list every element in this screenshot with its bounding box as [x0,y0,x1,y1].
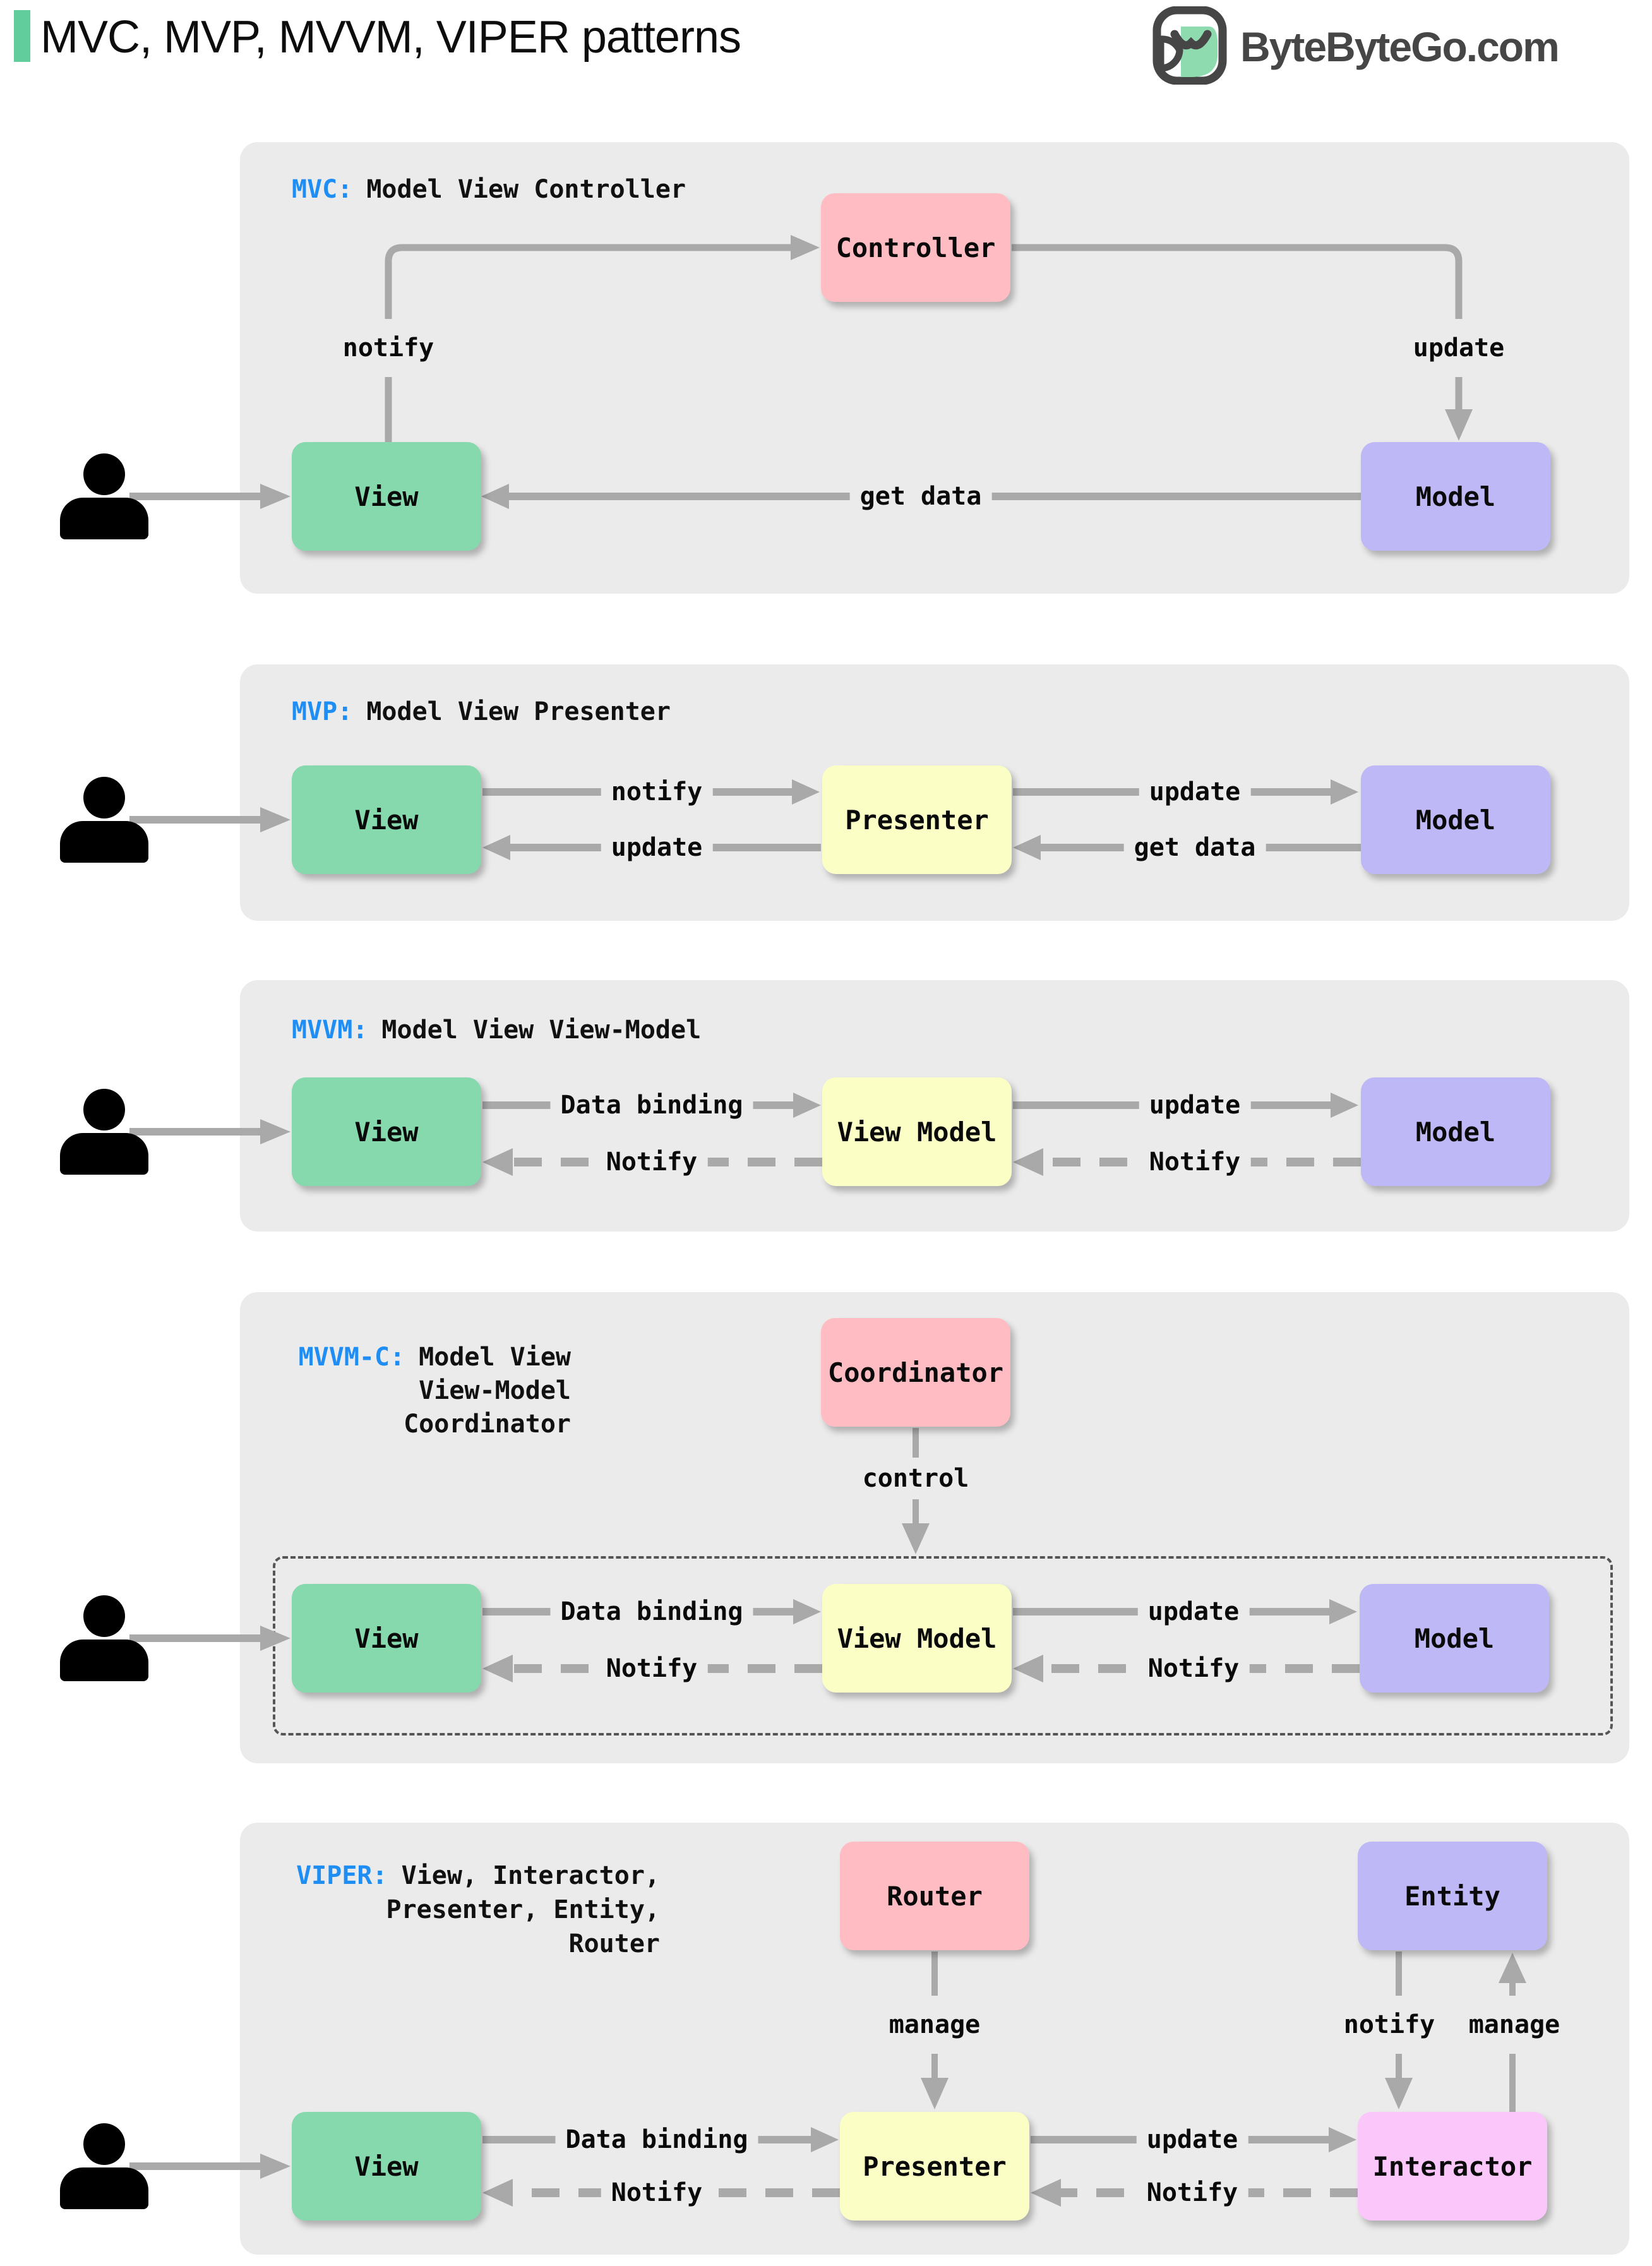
mvvm-c-control-label: control [852,1463,979,1494]
page-title: MVC, MVP, MVVM, VIPER patterns [40,12,741,63]
mvp-notify-label: notify [601,776,713,808]
mvvm-notify-vm-label: Notify [1139,1146,1251,1178]
mvp-view-box: View [292,765,481,874]
mvvm-c-notify-vm-label: Notify [1137,1653,1250,1684]
mvvm-tag: MVVM: [292,1016,368,1045]
viper-router-box: Router [840,1842,1029,1950]
viper-data-binding-label: Data binding [555,2124,758,2155]
mvvm-c-view-model-box: View Model [822,1584,1012,1693]
mvvm-c-view-box: View [292,1584,481,1693]
mvp-section-label: MVP:Model View Presenter [292,697,671,726]
mvc-update-label: update [1403,332,1515,364]
mvvm-c-update-label: update [1137,1596,1250,1628]
mvc-user-arrow [129,484,290,509]
viper-notify-view-label: Notify [601,2177,713,2209]
mvc-section-label: MVC:Model View Controller [292,175,686,204]
mvvm-data-binding-label: Data binding [550,1089,753,1121]
mvc-update-arrow [1012,244,1473,441]
mvp-update-view-label: update [601,832,713,863]
viper-manage-up-arrow [1499,1953,1526,2112]
mvc-get-data-label: get data [849,481,992,512]
mvvm-user-icon [60,1089,148,1175]
bytebytego-logo-text: ByteByteGo.com [1240,23,1560,70]
mvvm-view-box: View [292,1077,481,1186]
mvvm-c-section-label: MVVM-C:Model View View-Model Coordinator [298,1343,571,1439]
mvvm-notify-view-label: Notify [596,1146,708,1178]
viper-user-arrow [129,2154,290,2179]
mvvm-model-box: Model [1361,1077,1550,1186]
mvc-notify-arrow [385,235,820,442]
mvc-tag: MVC: [292,175,353,204]
mvc-notify-label: notify [332,332,445,364]
mvvm-c-notify-view-label: Notify [596,1653,708,1684]
mvc-controller-box: Controller [821,193,1010,302]
mvvm-c-tag: MVVM-C: [298,1343,405,1372]
viper-presenter-box: Presenter [840,2112,1029,2221]
mvvm-c-coordinator-box: Coordinator [821,1318,1010,1427]
mvvm-c-model-box: Model [1360,1584,1549,1693]
viper-notify-arrow [1385,1951,1413,2109]
mvvm-c-data-binding-label: Data binding [550,1596,753,1628]
viper-manage-up-label: manage [1458,2009,1571,2041]
viper-tag: VIPER: [296,1861,388,1890]
mvvm-view-model-box: View Model [822,1077,1012,1186]
viper-entity-box: Entity [1358,1842,1547,1950]
bytebytego-logo: ByteByteGo.com [1152,6,1560,87]
mvc-model-box: Model [1361,442,1550,551]
bytebytego-bird-icon [1152,6,1230,87]
mvvm-user-arrow [129,1119,290,1144]
mvp-tag: MVP: [292,697,353,726]
mvvm-c-user-icon [60,1595,148,1681]
viper-notify-presenter-label: Notify [1136,2177,1248,2209]
mvp-get-data-label: get data [1123,832,1266,863]
mvp-user-arrow [129,807,290,832]
mvc-user-icon [60,453,148,539]
mvp-model-box: Model [1361,765,1550,874]
mvp-user-icon [60,777,148,863]
viper-manage-label: manage [878,2009,991,2041]
viper-view-box: View [292,2112,481,2221]
viper-interactor-box: Interactor [1358,2112,1547,2221]
mvp-update-model-label: update [1139,776,1251,808]
mvvm-c-user-arrow [129,1626,290,1651]
viper-manage-arrow [921,1951,949,2109]
mvvm-c-scope-dashed-border [273,1556,1613,1735]
mvvm-section-label: MVVM:Model View View-Model [292,1016,702,1045]
mvvm-c-control-arrow [902,1428,930,1554]
viper-user-icon [60,2123,148,2209]
title-accent-bar [14,10,30,62]
viper-update-label: update [1136,2124,1248,2155]
viper-notify-label: notify [1333,2009,1446,2041]
mvc-view-box: View [292,442,481,551]
mvp-presenter-box: Presenter [822,765,1012,874]
mvvm-update-label: update [1139,1089,1251,1121]
viper-section-label: VIPER:View, Interactor, Presenter, Entit… [296,1861,660,1958]
